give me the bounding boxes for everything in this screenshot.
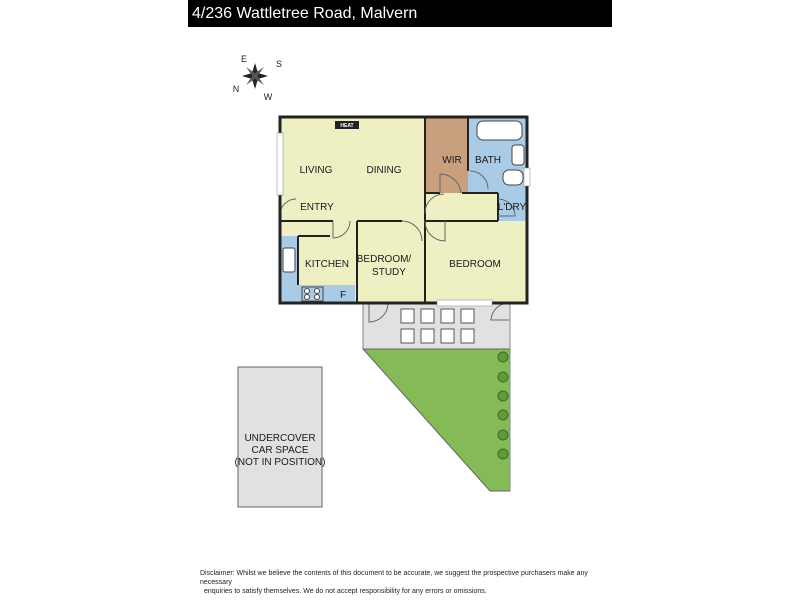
disclaimer-line2: enquiries to satisfy themselves. We do n… <box>204 588 487 595</box>
car-space-label-line2: CAR SPACE <box>251 445 308 456</box>
fridge-label: F <box>340 290 346 301</box>
living-label: LIVING <box>300 165 333 176</box>
kitchen-bench-bottom <box>298 285 331 303</box>
garden-lawn <box>361 348 511 492</box>
toilet-icon <box>502 169 524 186</box>
cooktop-icon <box>301 286 324 302</box>
bathtub-icon <box>476 120 523 141</box>
compass-w-label: W <box>264 92 273 102</box>
bedroom-window <box>436 299 493 307</box>
compass-s-label: S <box>276 59 282 69</box>
courtyard-paving <box>363 303 510 349</box>
sink-icon <box>282 247 296 273</box>
page-title: 4/236 Wattletree Road, Malvern <box>188 0 612 27</box>
shrub-icons <box>497 351 509 460</box>
entry-label: ENTRY <box>300 202 334 213</box>
vanity-basin-icon <box>511 144 525 166</box>
hallway-area <box>425 193 498 221</box>
dining-label: DINING <box>367 165 402 176</box>
heater-icon <box>335 121 359 129</box>
paver-grid <box>400 308 475 344</box>
laundry-label: L'DRY <box>498 202 527 213</box>
fridge-space <box>331 285 355 303</box>
heater-label: HEAT <box>340 123 353 129</box>
bedroom-study-label-line2: STUDY <box>372 267 406 278</box>
bath-label: BATH <box>475 155 501 166</box>
bath-window <box>523 167 531 187</box>
wir-label: WIR <box>442 155 461 166</box>
bedroom-study-area <box>357 221 425 303</box>
bedroom-area <box>425 221 527 303</box>
living-dining-area <box>280 117 425 221</box>
bedroom-label: BEDROOM <box>449 259 501 270</box>
compass-e-label: E <box>241 54 247 64</box>
compass-n-label: N <box>233 84 240 94</box>
compass-rose-icon: E S N W <box>233 54 282 102</box>
living-window <box>276 132 284 196</box>
wir-area <box>425 117 468 193</box>
disclaimer: Disclaimer: Whilst we believe the conten… <box>200 569 620 596</box>
car-space-label-line1: UNDERCOVER <box>244 433 315 444</box>
kitchen-label: KITCHEN <box>305 259 349 270</box>
car-space <box>237 366 323 508</box>
car-space-label-line3: (NOT IN POSITION) <box>235 457 326 468</box>
disclaimer-line1: Disclaimer: Whilst we believe the conten… <box>200 570 588 586</box>
bedroom-study-label-line1: BEDROOM/ <box>357 254 412 265</box>
exterior-walls <box>278 115 529 305</box>
